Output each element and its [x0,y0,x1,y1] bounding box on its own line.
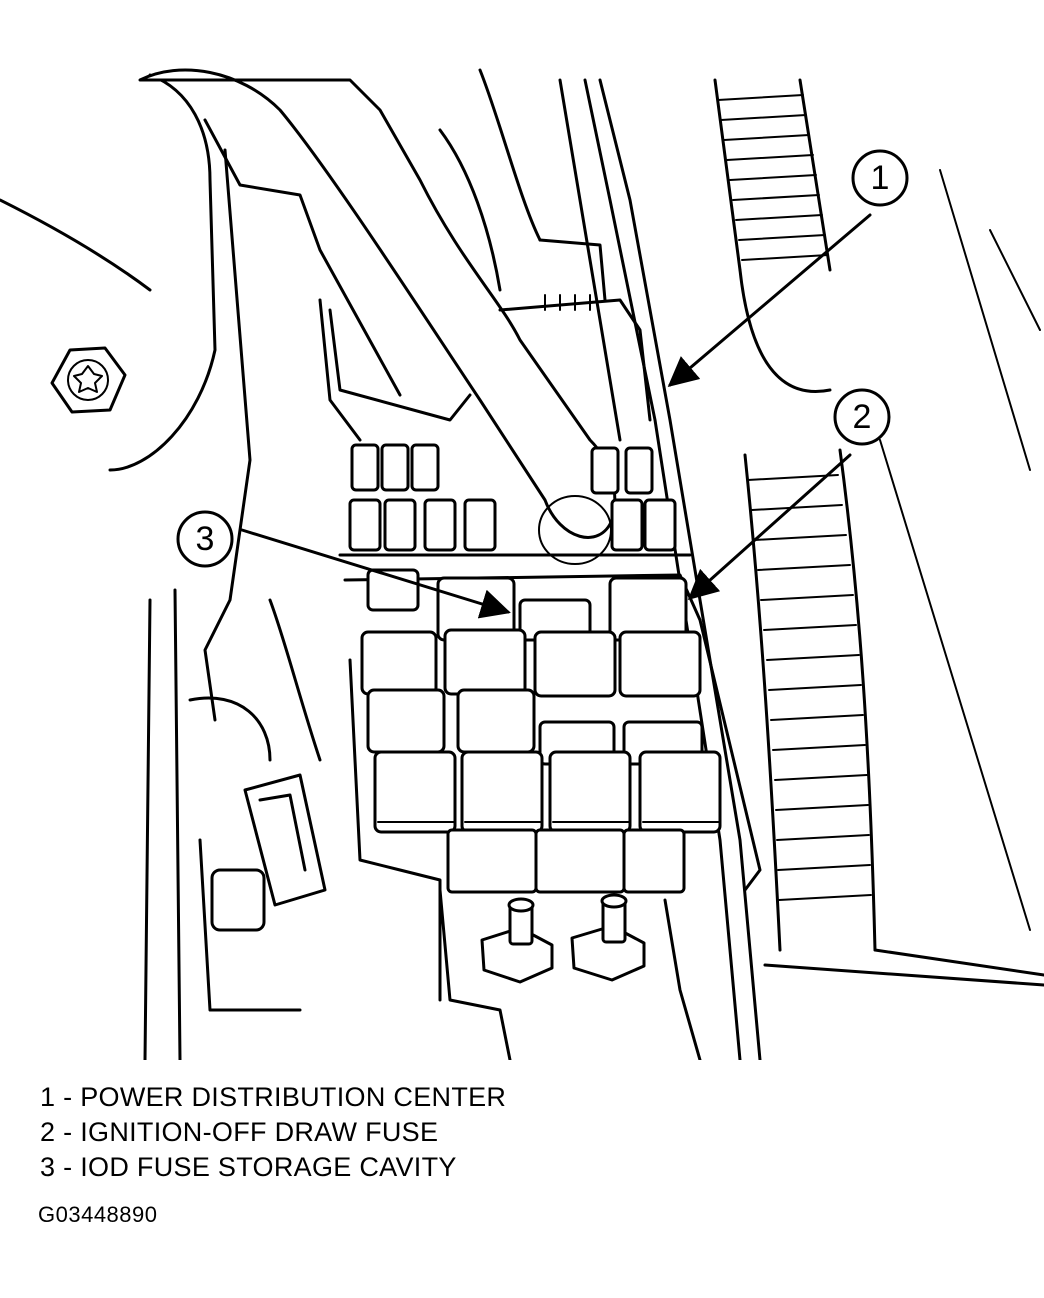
right-edge-lines [880,170,1040,930]
callout-3: 3 [178,512,232,566]
terminal-studs [440,890,700,1060]
harness-column [560,80,760,1060]
figure-id: G03448890 [38,1202,158,1227]
callout-2: 2 [835,390,889,444]
pointing-hand [140,70,615,564]
mounting-bolt [52,348,125,412]
fuse-box-illustration: 1 2 3 [0,0,1044,1060]
legend-item-3: 3 - IOD FUSE STORAGE CAVITY [40,1152,457,1182]
wire-loom-lower [745,450,1044,985]
mini-fuse-rows [340,445,690,555]
callout-3-arrow [242,530,511,619]
callout-2-arrow [687,455,850,600]
callout-3-number: 3 [196,520,215,558]
maxi-fuse-grid [345,570,760,1000]
wire-loom-upper [715,80,830,392]
legend-item-1: 1 - POWER DISTRIBUTION CENTER [40,1082,507,1112]
callout-1: 1 [853,151,907,205]
callout-1-number: 1 [871,159,890,197]
callout-2-number: 2 [853,398,872,436]
legend-item-2: 2 - IGNITION-OFF DRAW FUSE [40,1117,439,1147]
side-bracket [200,775,325,1010]
legend: 1 - POWER DISTRIBUTION CENTER 2 - IGNITI… [40,1080,506,1185]
left-body-panel [0,75,400,1060]
callout-1-arrow [667,215,870,387]
